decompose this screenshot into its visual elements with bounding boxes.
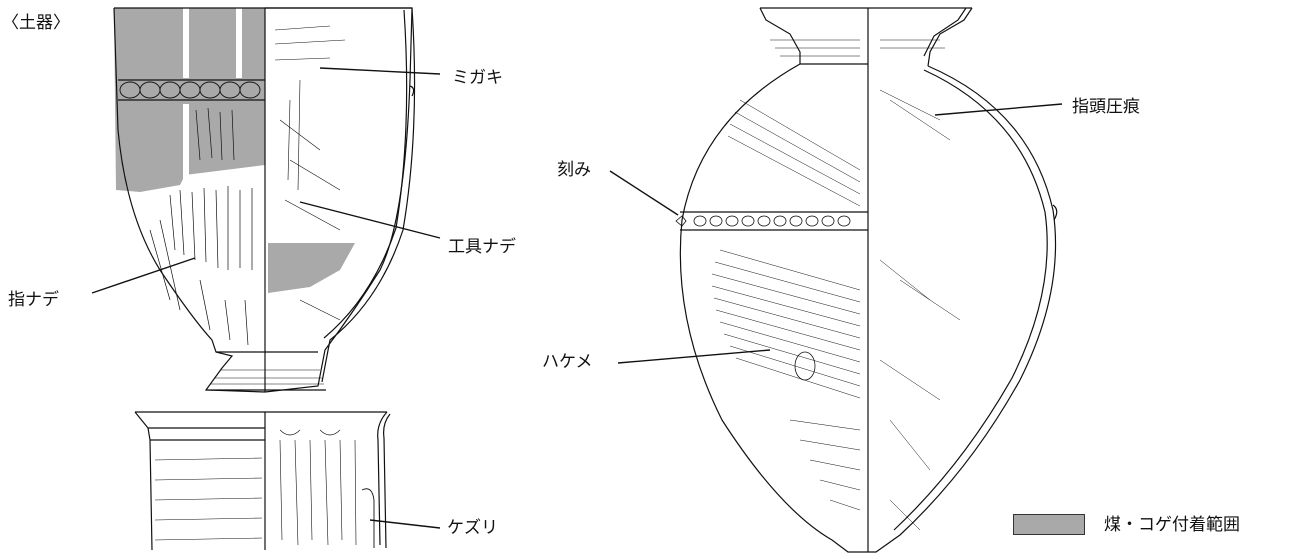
soot-gap-2 — [236, 8, 242, 78]
label-migaki: ミガキ — [452, 68, 503, 88]
legend-soot-swatch — [1013, 514, 1085, 535]
label-yubi-nade: 指ナデ — [8, 290, 59, 310]
soot-gap-1 — [183, 8, 189, 78]
label-kogu-nade: 工具ナデ — [448, 237, 516, 257]
figure-title: 〈土器〉 — [2, 13, 70, 33]
label-kezuri: ケズリ — [447, 518, 498, 538]
leader-lines — [91, 67, 1063, 529]
label-shito-assho: 指頭圧痕 — [1072, 97, 1140, 117]
soot-area-inner — [268, 243, 355, 293]
soot-gap-3 — [183, 104, 189, 179]
large-jar — [675, 7, 1058, 553]
legend-soot-label: 煤・コゲ付着範囲 — [1104, 515, 1240, 535]
jar-fragment — [134, 411, 391, 551]
label-hakeme: ハケメ — [542, 352, 593, 372]
label-kizami: 刻み — [557, 160, 591, 180]
footed-bowl — [113, 7, 416, 393]
